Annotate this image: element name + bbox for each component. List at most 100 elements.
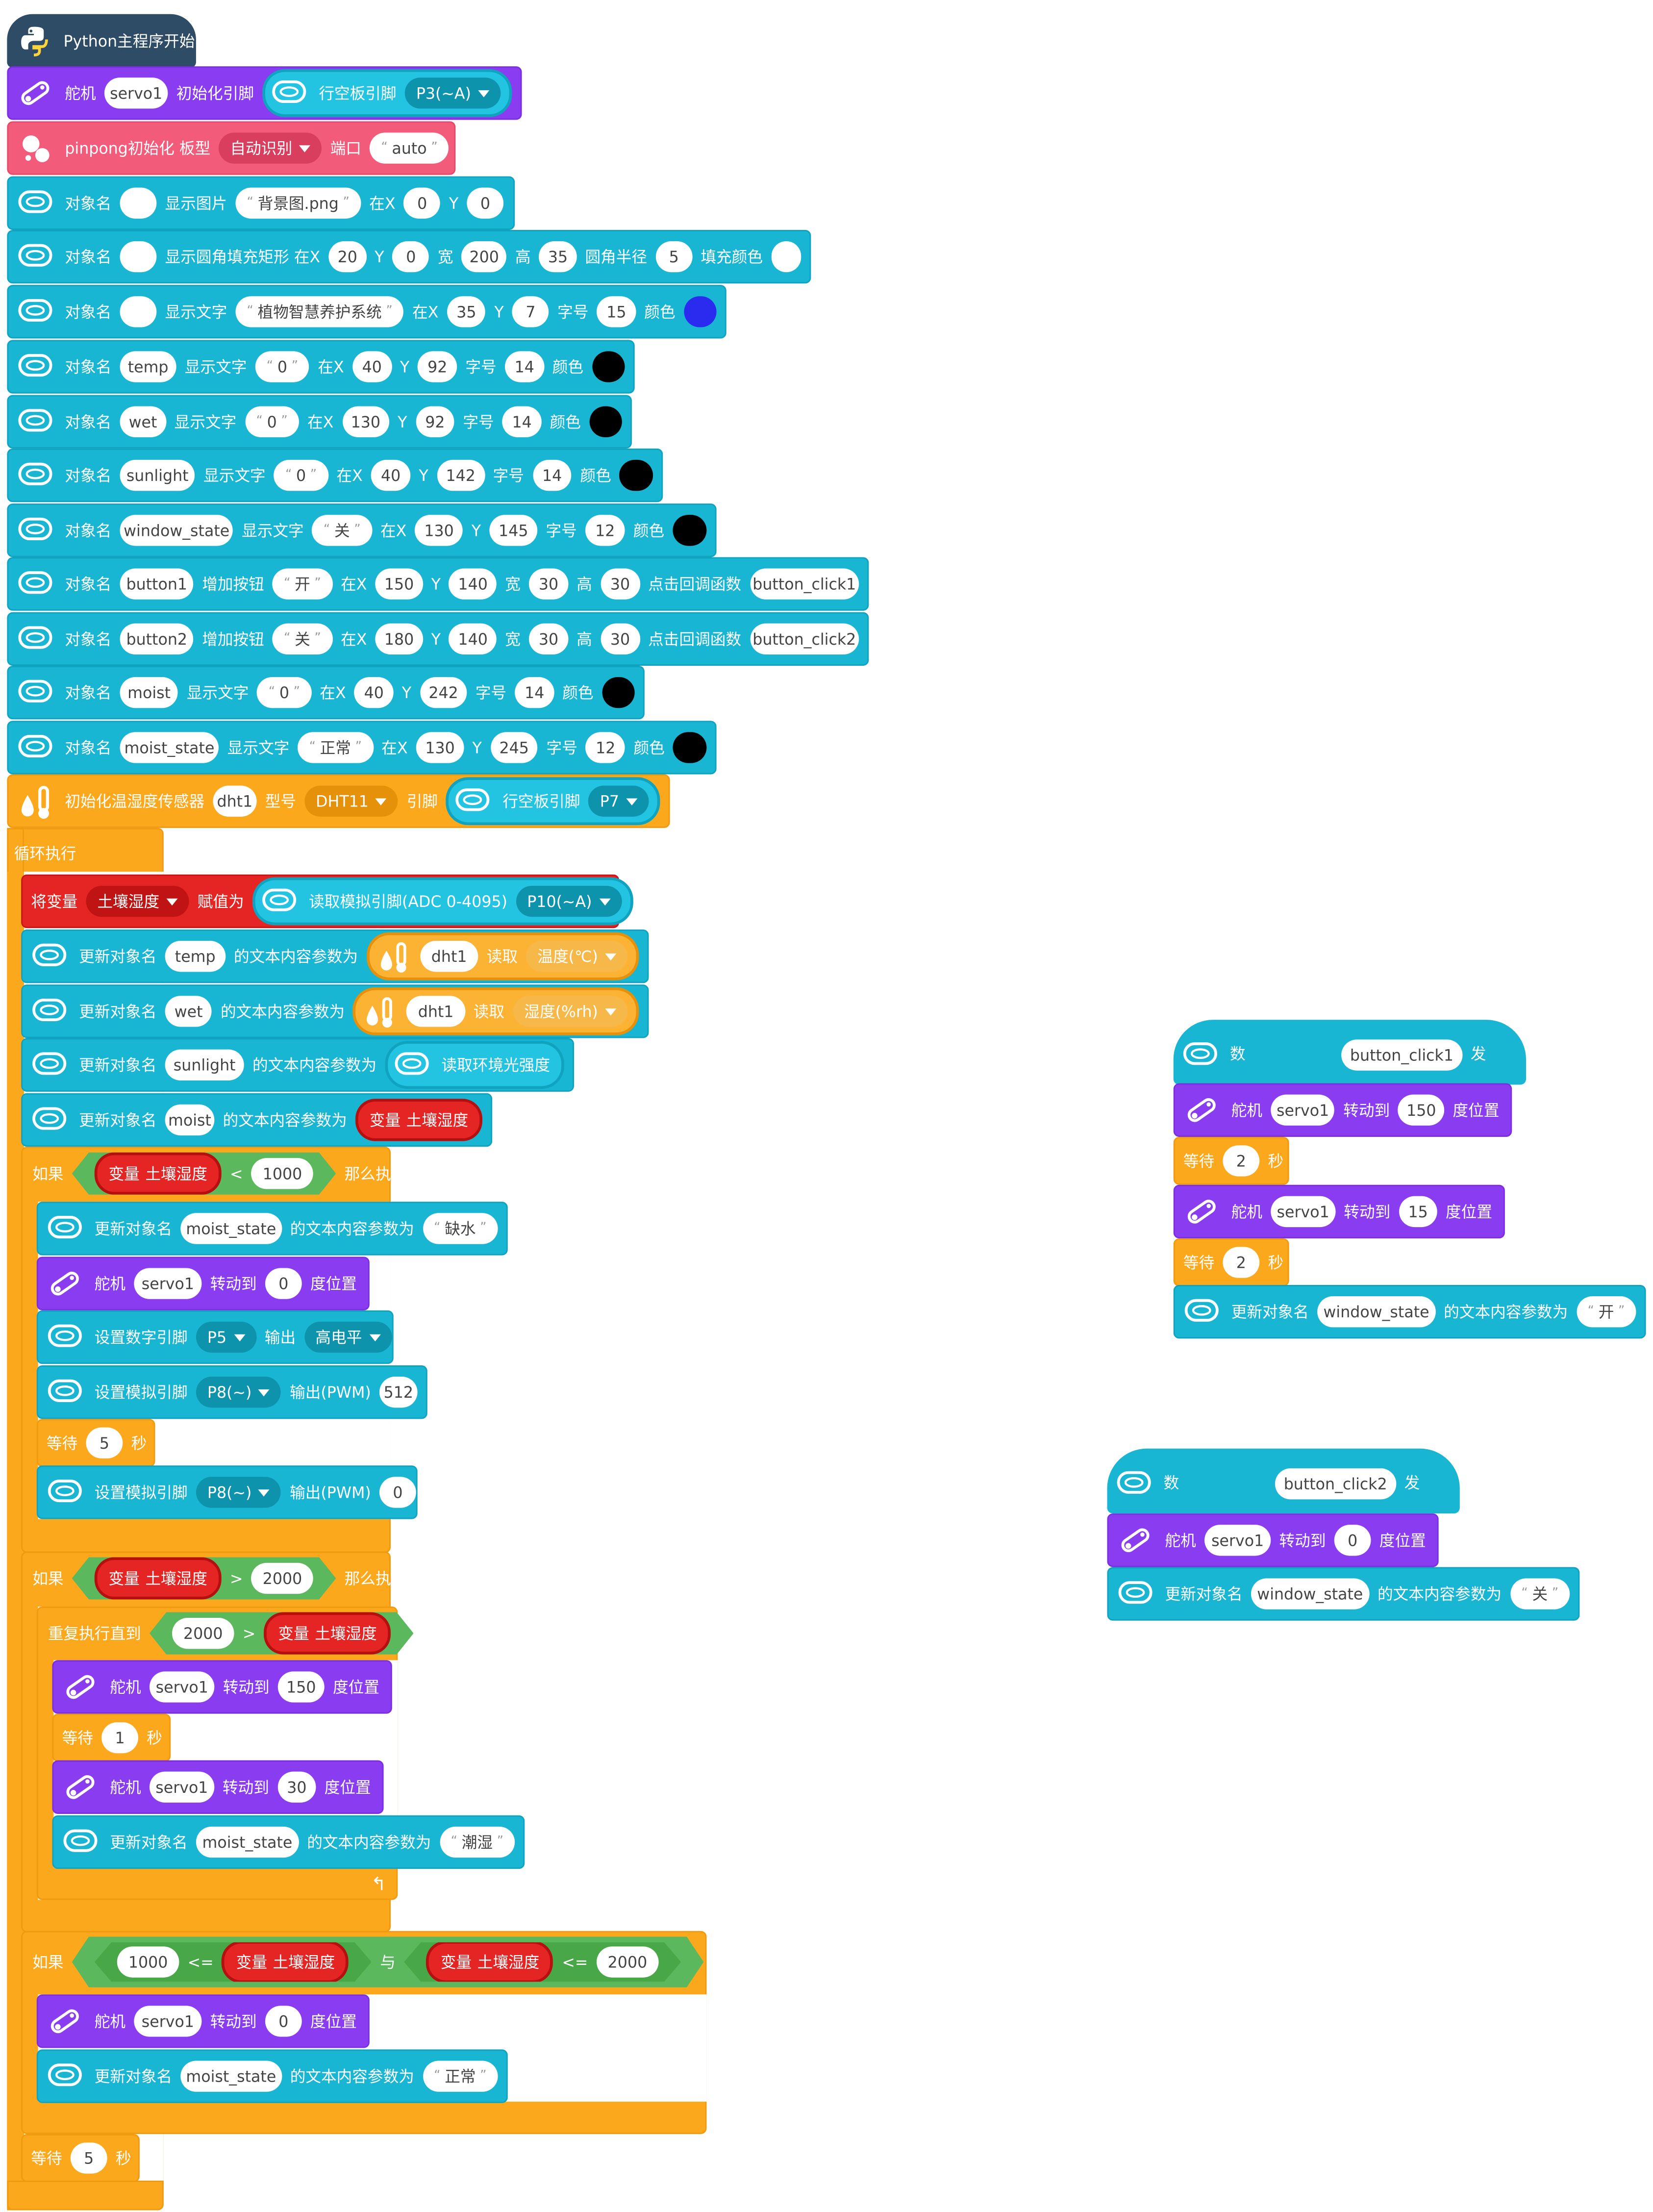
x-field[interactable]: 130 xyxy=(342,406,389,437)
text-field[interactable]: 0 xyxy=(257,677,312,708)
update-wet-block[interactable]: 更新对象名 wet 的文本内容参数为 dht1 读取 湿度(%rh) xyxy=(21,984,649,1038)
sensor-name-field[interactable]: dht1 xyxy=(420,941,478,972)
servo-name-field[interactable]: servo1 xyxy=(1271,1196,1336,1228)
text-field[interactable]: 正常 xyxy=(298,732,374,763)
object-name-field[interactable] xyxy=(120,296,157,327)
y-field[interactable]: 140 xyxy=(449,623,497,654)
set-variable-block[interactable]: 将变量 土壤湿度 赋值为 读取模拟引脚(ADC 0-4095) P10(~A) xyxy=(21,874,633,929)
object-name-field[interactable]: moist xyxy=(165,1104,215,1136)
show-moist-state-text-block[interactable]: 对象名 moist_state 显示文字 正常 在X 130 Y 245 字号 … xyxy=(7,721,717,775)
level-dropdown[interactable]: 高电平 xyxy=(304,1321,392,1353)
sensor-name-field[interactable]: dht1 xyxy=(406,996,465,1027)
show-temp-text-block[interactable]: 对象名 temp 显示文字 0 在X 40 Y 92 字号 14 颜色 xyxy=(7,340,635,394)
object-name-field[interactable] xyxy=(120,241,157,273)
object-name-field[interactable]: moist_state xyxy=(120,732,219,763)
update-window-state-close-block[interactable]: 更新对象名 window_state 的文本内容参数为 关 xyxy=(1107,1567,1580,1621)
seconds-field[interactable]: 5 xyxy=(70,2142,107,2174)
height-field[interactable]: 35 xyxy=(539,241,577,273)
x-field[interactable]: 40 xyxy=(371,459,411,491)
servo-name-field[interactable]: servo1 xyxy=(104,77,168,109)
y-field[interactable]: 245 xyxy=(490,732,538,763)
servo-rotate-block[interactable]: 舵机 servo1 转动到 150 度位置 xyxy=(1173,1083,1512,1137)
text-field[interactable]: 潮湿 xyxy=(439,1826,515,1858)
dht-init-block[interactable]: 初始化温湿度传感器 dht1 型号 DHT11 引脚 行空板引脚 P7 xyxy=(7,774,670,828)
text-color-swatch[interactable] xyxy=(589,406,622,437)
wait-block[interactable]: 等待 2 秒 xyxy=(1173,1136,1289,1185)
servo-name-field[interactable]: servo1 xyxy=(149,1771,214,1803)
pin-dropdown[interactable]: P7 xyxy=(588,785,649,817)
servo-rotate-block[interactable]: 舵机 servo1 转动到 30 度位置 xyxy=(52,1760,384,1814)
angle-field[interactable]: 150 xyxy=(277,1671,325,1703)
angle-field[interactable]: 0 xyxy=(1334,1525,1371,1556)
pinpong-init-block[interactable]: pinpong初始化 板型 自动识别 端口 auto xyxy=(7,121,456,175)
y-field[interactable]: 242 xyxy=(420,677,467,708)
servo-name-field[interactable]: servo1 xyxy=(134,1268,202,1299)
y-field[interactable]: 0 xyxy=(467,187,504,219)
radius-field[interactable]: 5 xyxy=(655,241,693,273)
servo-name-field[interactable]: servo1 xyxy=(134,2006,202,2037)
update-temp-block[interactable]: 更新对象名 temp 的文本内容参数为 dht1 读取 温度(℃) xyxy=(21,930,649,983)
y-field[interactable]: 0 xyxy=(392,241,429,273)
show-title-text-block[interactable]: 对象名 显示文字 植物智慧养护系统 在X 35 Y 7 字号 15 颜色 xyxy=(7,285,726,339)
update-moist-state-dry-block[interactable]: 更新对象名 moist_state 的文本内容参数为 缺水 xyxy=(36,1202,508,1256)
set-analog-pin-block[interactable]: 设置模拟引脚 P8(~) 输出(PWM) 512 xyxy=(36,1365,427,1419)
y-field[interactable]: 92 xyxy=(415,406,455,437)
button-click1-hat-block[interactable]: 当点击回调函数 button_click1 被触发 xyxy=(1173,1003,1527,1085)
y-field[interactable]: 145 xyxy=(489,515,538,546)
compare-value-field[interactable]: 1000 xyxy=(251,1158,314,1189)
callback-field[interactable]: button_click1 xyxy=(1341,1039,1462,1071)
x-field[interactable]: 35 xyxy=(447,296,486,327)
angle-field[interactable]: 150 xyxy=(1398,1094,1445,1126)
text-field[interactable]: 开 xyxy=(1576,1296,1636,1328)
text-field[interactable]: 0 xyxy=(245,406,299,437)
show-moist-text-block[interactable]: 对象名 moist 显示文字 0 在X 40 Y 242 字号 14 颜色 xyxy=(7,665,645,720)
font-size-field[interactable]: 12 xyxy=(586,732,626,763)
update-window-state-open-block[interactable]: 更新对象名 window_state 的文本内容参数为 开 xyxy=(1173,1285,1646,1339)
y-field[interactable]: 142 xyxy=(437,459,485,491)
width-field[interactable]: 30 xyxy=(529,623,568,654)
text-field[interactable]: 正常 xyxy=(423,2061,498,2092)
pin-dropdown[interactable]: P8(~) xyxy=(196,1377,281,1408)
variable-reporter[interactable]: 变量土壤湿度 xyxy=(95,1153,222,1195)
add-button1-block[interactable]: 对象名 button1 增加按钮 开 在X 150 Y 140 宽 30 高 3… xyxy=(7,557,869,611)
x-field[interactable]: 40 xyxy=(352,351,392,382)
text-field[interactable]: 植物智慧养护系统 xyxy=(235,296,404,327)
compare-value-field[interactable]: 2000 xyxy=(172,1618,234,1649)
pwm-value-field[interactable]: 0 xyxy=(379,1477,416,1508)
object-name-field[interactable]: sunlight xyxy=(165,1049,244,1081)
show-window-state-text-block[interactable]: 对象名 window_state 显示文字 关 在X 130 Y 145 字号 … xyxy=(7,503,717,557)
text-color-swatch[interactable] xyxy=(592,351,625,382)
read-analog-reporter[interactable]: 读取模拟引脚(ADC 0-4095) P10(~A) xyxy=(252,877,633,926)
pin-dropdown[interactable]: P3(~A) xyxy=(404,77,501,109)
text-color-swatch[interactable] xyxy=(601,677,635,708)
measure-dropdown[interactable]: 温度(℃) xyxy=(526,941,628,972)
read-light-reporter[interactable]: 读取环境光强度 xyxy=(385,1041,564,1089)
pin-dropdown[interactable]: P10(~A) xyxy=(516,885,622,917)
object-name-field[interactable]: button2 xyxy=(120,623,194,654)
pwm-value-field[interactable]: 512 xyxy=(379,1377,418,1408)
compare-value-field[interactable]: 1000 xyxy=(117,1946,179,1977)
less-equal-condition-right[interactable]: 变量土壤湿度 <= 2000 xyxy=(404,1942,681,1982)
set-digital-pin-block[interactable]: 设置数字引脚 P5 输出 高电平 xyxy=(36,1310,394,1364)
update-moist-state-normal-block[interactable]: 更新对象名 moist_state 的文本内容参数为 正常 xyxy=(36,2049,508,2103)
y-field[interactable]: 92 xyxy=(418,351,457,382)
servo-init-block[interactable]: 舵机 servo1 初始化引脚 行空板引脚 P3(~A) xyxy=(7,66,522,120)
variable-reporter[interactable]: 变量土壤湿度 xyxy=(264,1612,391,1655)
x-field[interactable]: 0 xyxy=(403,187,441,219)
seconds-field[interactable]: 2 xyxy=(1223,1145,1260,1177)
board-type-dropdown[interactable]: 自动识别 xyxy=(219,132,322,164)
callback-field[interactable]: button_click2 xyxy=(1275,1468,1396,1500)
pin-dropdown[interactable]: P5 xyxy=(196,1321,256,1353)
y-field[interactable]: 140 xyxy=(449,568,497,600)
y-field[interactable]: 7 xyxy=(512,296,549,327)
seconds-field[interactable]: 1 xyxy=(101,1722,138,1754)
button-click2-hat-block[interactable]: 当点击回调函数 button_click2 被触发 xyxy=(1107,1432,1460,1514)
object-name-field[interactable]: window_state xyxy=(120,515,233,546)
object-name-field[interactable]: wet xyxy=(165,996,212,1027)
pin-dropdown[interactable]: P8(~) xyxy=(196,1477,281,1508)
width-field[interactable]: 200 xyxy=(461,241,507,273)
servo-rotate-block[interactable]: 舵机 servo1 转动到 15 度位置 xyxy=(1173,1184,1505,1239)
seconds-field[interactable]: 5 xyxy=(86,1427,123,1458)
fill-color-swatch[interactable] xyxy=(771,241,801,273)
update-moist-block[interactable]: 更新对象名 moist 的文本内容参数为 变量 土壤湿度 xyxy=(21,1093,493,1147)
